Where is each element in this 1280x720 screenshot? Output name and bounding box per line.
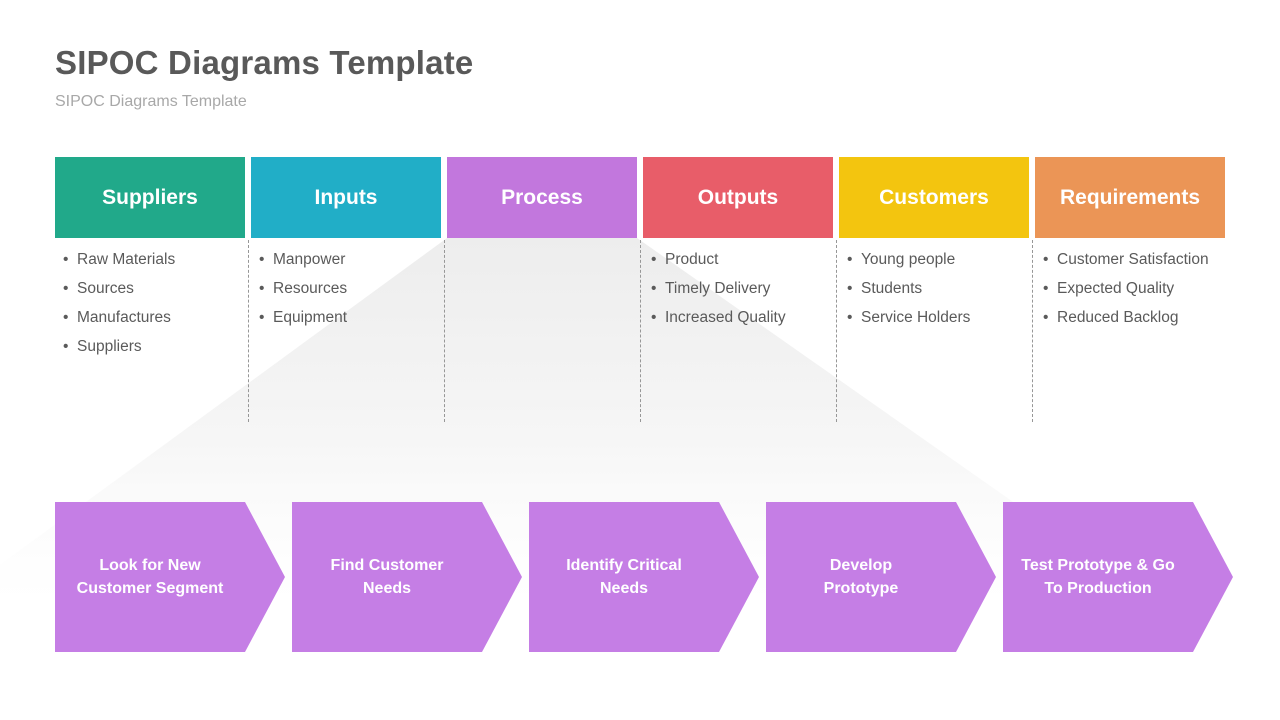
list-item: Manpower <box>259 249 439 271</box>
process-step-5: Test Prototype & Go To Production <box>1003 502 1233 652</box>
list-item: Students <box>847 278 1027 300</box>
column-separator <box>444 240 445 422</box>
process-step-4: Develop Prototype <box>766 502 996 652</box>
process-step-1: Look for New Customer Segment <box>55 502 285 652</box>
list-item: Customer Satisfaction <box>1043 249 1223 271</box>
list-item: Timely Delivery <box>651 278 831 300</box>
process-step-label: Develop Prototype <box>823 556 899 597</box>
sipoc-column-inputs: Inputs Manpower Resources Equipment <box>251 157 441 365</box>
list-item: Reduced Backlog <box>1043 307 1223 329</box>
column-list-process <box>447 238 637 249</box>
sipoc-column-suppliers: Suppliers Raw Materials Sources Manufact… <box>55 157 245 365</box>
process-step-label: Identify Critical Needs <box>566 556 682 597</box>
process-step-label: Look for New Customer Segment <box>76 556 224 597</box>
list-item: Resources <box>259 278 439 300</box>
column-header-process: Process <box>447 157 637 238</box>
column-header-outputs: Outputs <box>643 157 833 238</box>
list-item: Product <box>651 249 831 271</box>
sipoc-column-outputs: Outputs Product Timely Delivery Increase… <box>643 157 833 365</box>
column-separator <box>248 240 249 422</box>
list-item: Sources <box>63 278 243 300</box>
sipoc-column-process: Process <box>447 157 637 365</box>
list-item: Raw Materials <box>63 249 243 271</box>
list-item: Suppliers <box>63 336 243 358</box>
sipoc-column-requirements: Requirements Customer Satisfaction Expec… <box>1035 157 1225 365</box>
column-list-inputs: Manpower Resources Equipment <box>251 238 441 329</box>
list-item: Young people <box>847 249 1027 271</box>
column-header-requirements: Requirements <box>1035 157 1225 238</box>
list-item: Equipment <box>259 307 439 329</box>
column-list-outputs: Product Timely Delivery Increased Qualit… <box>643 238 833 329</box>
process-steps-row: Look for New Customer Segment Find Custo… <box>55 502 1233 652</box>
column-separator <box>836 240 837 422</box>
process-step-2: Find Customer Needs <box>292 502 522 652</box>
column-header-suppliers: Suppliers <box>55 157 245 238</box>
list-item: Increased Quality <box>651 307 831 329</box>
page-subtitle: SIPOC Diagrams Template <box>55 93 247 110</box>
list-item: Expected Quality <box>1043 278 1223 300</box>
column-header-customers: Customers <box>839 157 1029 238</box>
column-header-inputs: Inputs <box>251 157 441 238</box>
list-item: Service Holders <box>847 307 1027 329</box>
page-title: SIPOC Diagrams Template <box>55 44 474 81</box>
list-item: Manufactures <box>63 307 243 329</box>
column-list-customers: Young people Students Service Holders <box>839 238 1029 329</box>
column-list-requirements: Customer Satisfaction Expected Quality R… <box>1035 238 1225 329</box>
sipoc-table: Suppliers Raw Materials Sources Manufact… <box>55 157 1225 365</box>
column-separator <box>640 240 641 422</box>
column-list-suppliers: Raw Materials Sources Manufactures Suppl… <box>55 238 245 358</box>
column-separator <box>1032 240 1033 422</box>
process-step-label: Test Prototype & Go To Production <box>1021 556 1175 597</box>
process-step-3: Identify Critical Needs <box>529 502 759 652</box>
sipoc-column-customers: Customers Young people Students Service … <box>839 157 1029 365</box>
process-step-label: Find Customer Needs <box>330 556 444 597</box>
